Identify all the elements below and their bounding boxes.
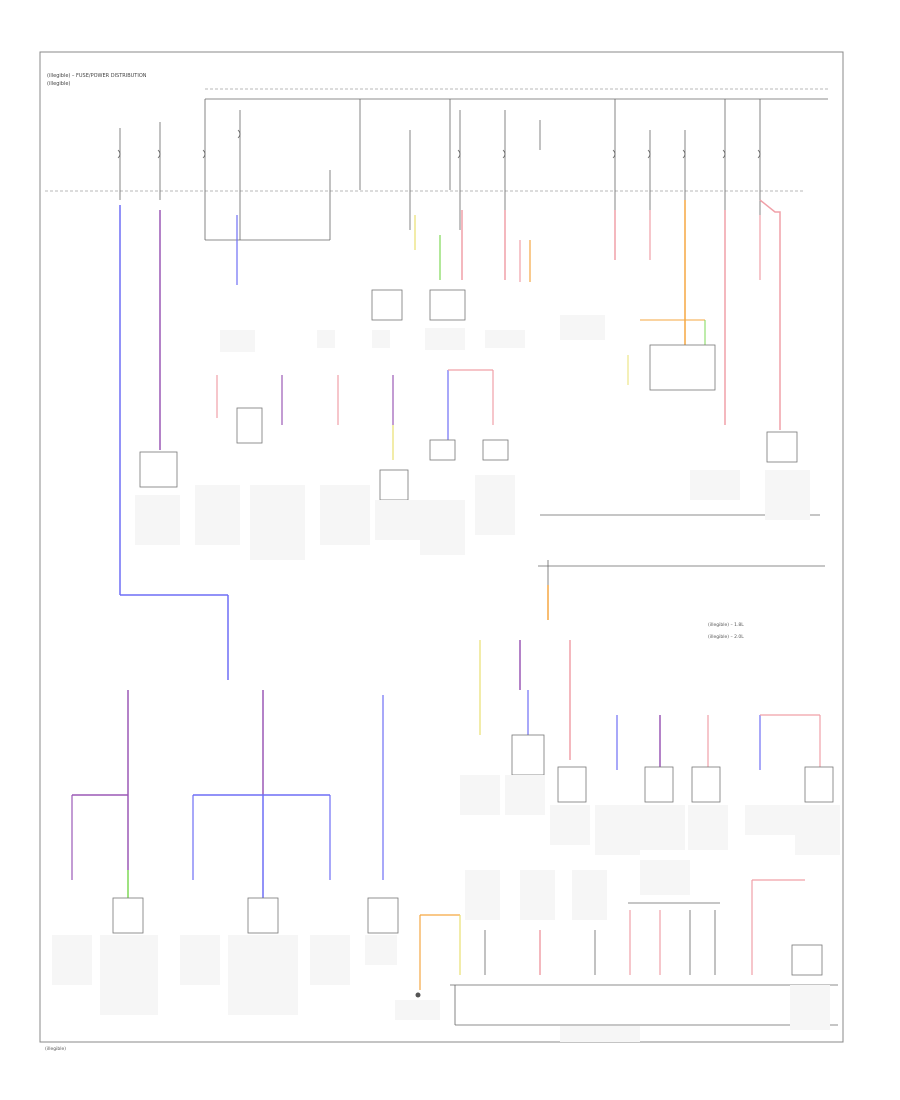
lower-left-wiring	[71, 690, 399, 934]
legend-line-2: (illegible) – 2.0L	[708, 634, 744, 640]
upper-components	[139, 289, 820, 516]
diagram-frame	[39, 51, 844, 1043]
diagram-subtitle: (illegible)	[47, 81, 70, 87]
lower-left-labels	[52, 935, 397, 1015]
middle-right-wiring	[479, 560, 834, 803]
diagram-code: (illegible)	[45, 1046, 66, 1052]
upper-labels	[135, 315, 810, 560]
upper-colored-wires	[119, 199, 781, 680]
diagram-title: (illegible) – FUSE/POWER DISTRIBUTION	[47, 73, 147, 79]
fuse-row	[117, 99, 761, 241]
lower-right-wiring	[415, 879, 838, 1026]
lower-right-labels	[395, 860, 830, 1042]
legend-line-1: (illegible) – 1.8L	[708, 622, 744, 628]
middle-right-labels	[460, 775, 840, 855]
